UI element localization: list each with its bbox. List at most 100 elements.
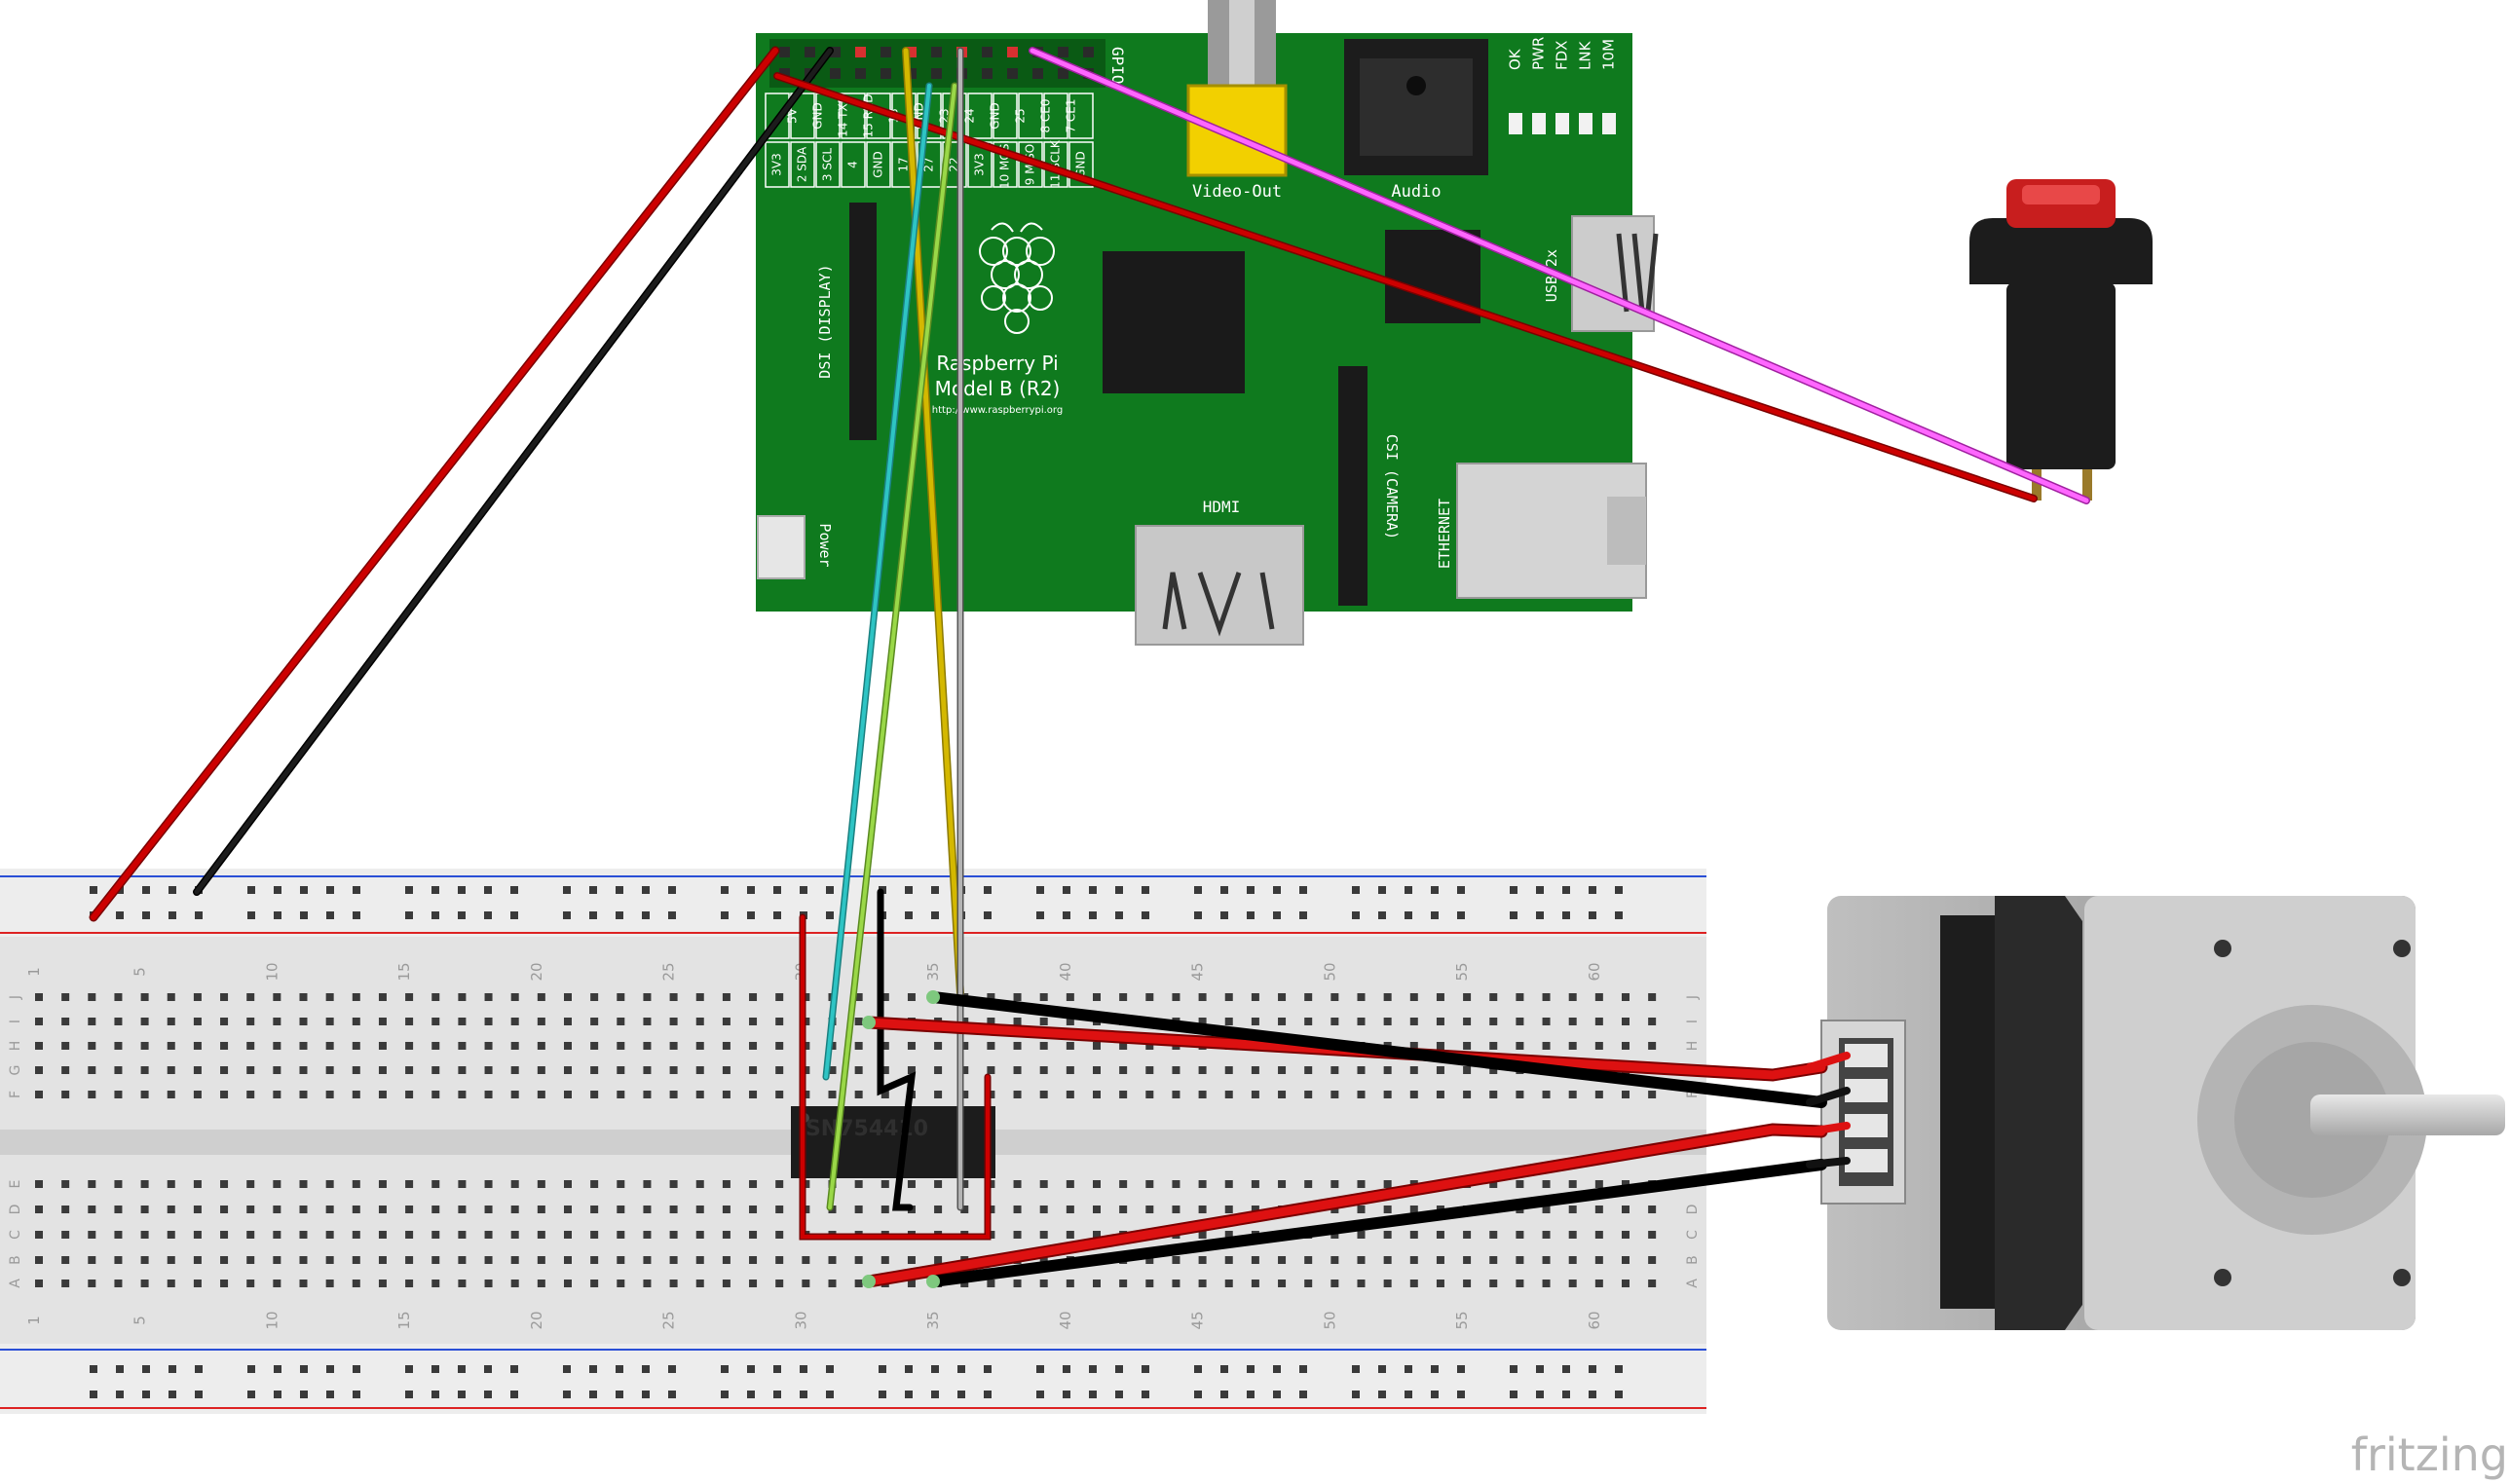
breadboard-hole — [1383, 1018, 1392, 1025]
rail-hole — [642, 911, 650, 919]
breadboard-hole — [537, 1256, 545, 1264]
gpio-pin-label: 14 TXD — [837, 94, 850, 137]
breadboard-hole — [1648, 1018, 1657, 1025]
breadboard-hole — [352, 1280, 360, 1287]
breadboard-hole — [167, 1206, 175, 1213]
breadboard-hole — [1383, 1231, 1392, 1239]
breadboard-hole — [854, 1042, 863, 1050]
breadboard-hole — [1013, 1180, 1022, 1188]
breadboard-hole — [1145, 1206, 1154, 1213]
breadboard-hole — [61, 1066, 70, 1074]
rail-hole — [1352, 1365, 1360, 1373]
column-number: 30 — [792, 1311, 809, 1329]
rail-hole — [90, 1365, 97, 1373]
breadboard-hole — [88, 1256, 96, 1264]
breadboard-hole — [617, 1042, 625, 1050]
rail-hole — [1562, 911, 1570, 919]
breadboard-hole — [1039, 1231, 1048, 1239]
breadboard-hole — [1145, 1066, 1154, 1074]
breadboard-hole — [775, 993, 784, 1001]
breadboard-hole — [167, 993, 175, 1001]
video-out-jack — [1186, 84, 1288, 177]
breadboard-hole — [510, 1091, 519, 1098]
row-letter: A — [1685, 1279, 1701, 1288]
gpio-pin — [931, 47, 942, 57]
rail-hole — [616, 1391, 623, 1398]
breadboard-hole — [484, 993, 493, 1001]
breadboard-hole — [1357, 1066, 1366, 1074]
breadboard-hole — [88, 1180, 96, 1188]
breadboard-hole — [167, 1231, 175, 1239]
rail-hole — [510, 911, 518, 919]
breadboard-hole — [854, 1180, 863, 1188]
rail-hole — [484, 886, 492, 894]
breadboard-hole — [1516, 1018, 1524, 1025]
breadboard-hole — [35, 993, 43, 1001]
breadboard-hole — [1093, 993, 1101, 1001]
breadboard-hole — [1436, 1042, 1444, 1050]
breadboard-hole — [1568, 1091, 1577, 1098]
row-letter: D — [8, 1205, 23, 1215]
led-label: 10M — [1600, 39, 1618, 70]
top-power-rail — [0, 869, 1706, 937]
breadboard-hole — [458, 1018, 467, 1025]
breadboard-hole — [775, 1206, 784, 1213]
breadboard-hole — [775, 1256, 784, 1264]
breadboard-hole — [1648, 1256, 1657, 1264]
breadboard-hole — [1436, 1018, 1444, 1025]
rail-hole — [879, 1391, 886, 1398]
breadboard-hole — [299, 1066, 308, 1074]
breadboard-hole — [510, 1231, 519, 1239]
rail-hole — [1220, 1391, 1228, 1398]
breadboard-hole — [1251, 1018, 1259, 1025]
breadboard-hole — [617, 1091, 625, 1098]
breadboard-hole — [537, 1091, 545, 1098]
row-letter: F — [8, 1091, 23, 1098]
breadboard-hole — [934, 1256, 943, 1264]
breadboard-hole — [564, 1180, 572, 1188]
rail-hole — [1378, 1365, 1386, 1373]
breadboard-hole — [484, 1091, 493, 1098]
breadboard-hole — [1648, 993, 1657, 1001]
rail-hole — [458, 1391, 466, 1398]
breadboard-hole — [669, 1042, 678, 1050]
gpio-pin — [906, 47, 917, 57]
rail-hole — [1457, 911, 1465, 919]
breadboard-hole — [1198, 1231, 1207, 1239]
column-number: 10 — [263, 962, 281, 981]
rail-hole — [668, 1365, 676, 1373]
breadboard-hole — [1568, 1231, 1577, 1239]
breadboard-hole — [1119, 1042, 1128, 1050]
breadboard-hole — [1251, 1206, 1259, 1213]
breadboard-hole — [378, 1256, 387, 1264]
breadboard-hole — [61, 1206, 70, 1213]
breadboard-hole — [484, 1280, 493, 1287]
rail-hole — [274, 1391, 281, 1398]
breadboard-hole — [140, 1066, 149, 1074]
gpio-pin — [982, 47, 993, 57]
rail-hole — [668, 911, 676, 919]
breadboard-hole — [695, 1280, 704, 1287]
breadboard-hole — [220, 1231, 229, 1239]
rail-hole — [773, 1365, 781, 1373]
rail-hole — [116, 911, 124, 919]
rail-hole — [1431, 911, 1439, 919]
breadboard-hole — [854, 1066, 863, 1074]
rail-hole — [247, 1391, 255, 1398]
rail-hole — [721, 1365, 729, 1373]
gpio-pin-label: 25 — [1014, 108, 1028, 123]
breadboard-hole — [1039, 1042, 1048, 1050]
breadboard-hole — [1145, 1280, 1154, 1287]
row-letter: B — [1685, 1255, 1701, 1265]
button-body — [2006, 282, 2116, 469]
row-letter: I — [8, 1020, 23, 1023]
breadboard-hole — [1198, 1256, 1207, 1264]
breadboard-hole — [669, 1180, 678, 1188]
rail-hole — [563, 1391, 571, 1398]
breadboard-hole — [1436, 1091, 1444, 1098]
column-number: 50 — [1321, 1311, 1338, 1329]
breadboard-hole — [1145, 1091, 1154, 1098]
breadboard-hole — [643, 1180, 652, 1188]
rail-hole — [1352, 911, 1360, 919]
rail-hole — [1299, 886, 1307, 894]
